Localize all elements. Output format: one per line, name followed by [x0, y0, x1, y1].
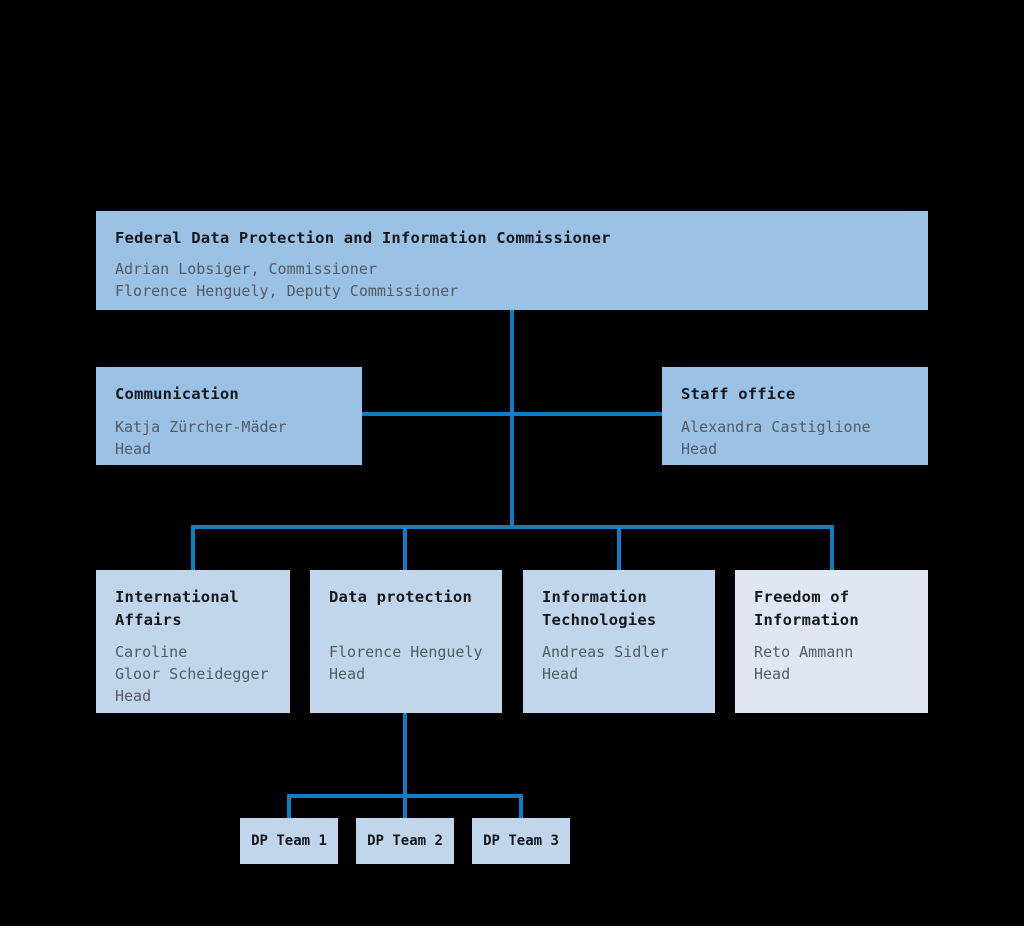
node-body-line: Adrian Lobsiger, Commissioner [115, 260, 377, 278]
connector-drop-team3 [519, 794, 523, 818]
node-dp-team-2: DP Team 2 [356, 818, 454, 864]
node-body-line: Reto Ammann [754, 643, 854, 661]
node-title: DP Team 1 [251, 833, 327, 849]
node-title: Data protection [329, 588, 472, 606]
node-body-line: Head [754, 665, 791, 683]
connector-data-protection-down [403, 713, 407, 798]
node-body-line: Caroline [115, 643, 188, 661]
node-body: Andreas Sidler Head [542, 641, 697, 685]
connector-commissioner-down [510, 310, 514, 529]
node-body: Caroline Gloor Scheidegger Head [115, 641, 272, 707]
connector-divisions-bus [191, 525, 834, 529]
node-title: Communication [115, 385, 239, 403]
connector-drop-data-protection [403, 525, 407, 570]
node-body-line: Head [542, 665, 579, 683]
node-title: Federal Data Protection and Information … [115, 229, 611, 247]
node-body-line: Gloor Scheidegger [115, 665, 269, 683]
node-body-line: Katja Zürcher-Mäder [115, 418, 287, 436]
node-commissioner: Federal Data Protection and Information … [96, 211, 928, 310]
connector-drop-international [191, 525, 195, 570]
node-body-line: Head [115, 440, 152, 458]
node-body-line: Head [681, 440, 718, 458]
node-information-technologies: Information Technologies Andreas Sidler … [523, 570, 715, 713]
node-body-line: Florence Henguely [329, 643, 483, 661]
node-title: Freedom of Information [754, 588, 859, 629]
connector-drop-team1 [287, 794, 291, 818]
node-body-line: Head [115, 687, 152, 705]
node-title: Staff office [681, 385, 796, 403]
node-body: Katja Zürcher-Mäder Head [115, 416, 344, 460]
node-body-line: Alexandra Castiglione [681, 418, 871, 436]
node-body: Adrian Lobsiger, Commissioner Florence H… [115, 258, 910, 302]
node-international-affairs: International Affairs Caroline Gloor Sch… [96, 570, 290, 713]
node-data-protection: Data protection Florence Henguely Head [310, 570, 502, 713]
node-body: Florence Henguely Head [329, 641, 484, 685]
node-body: Alexandra Castiglione Head [681, 416, 910, 460]
connector-drop-freedom-info [830, 525, 834, 570]
node-body-line: Florence Henguely, Deputy Commissioner [115, 282, 459, 300]
node-freedom-of-information: Freedom of Information Reto Ammann Head [735, 570, 928, 713]
node-body-line: Head [329, 665, 366, 683]
connector-drop-team2 [403, 794, 407, 818]
node-dp-team-1: DP Team 1 [240, 818, 338, 864]
node-body-line: Andreas Sidler [542, 643, 669, 661]
node-title: DP Team 3 [483, 833, 559, 849]
node-title: Information Technologies [542, 588, 657, 629]
connector-drop-information-tech [617, 525, 621, 570]
node-dp-team-3: DP Team 3 [472, 818, 570, 864]
node-staff-office: Staff office Alexandra Castiglione Head [662, 367, 928, 465]
node-title: International Affairs [115, 588, 239, 629]
node-title: DP Team 2 [367, 833, 443, 849]
node-body: Reto Ammann Head [754, 641, 910, 685]
node-communication: Communication Katja Zürcher-Mäder Head [96, 367, 362, 465]
connector-communication-staff [362, 412, 662, 416]
